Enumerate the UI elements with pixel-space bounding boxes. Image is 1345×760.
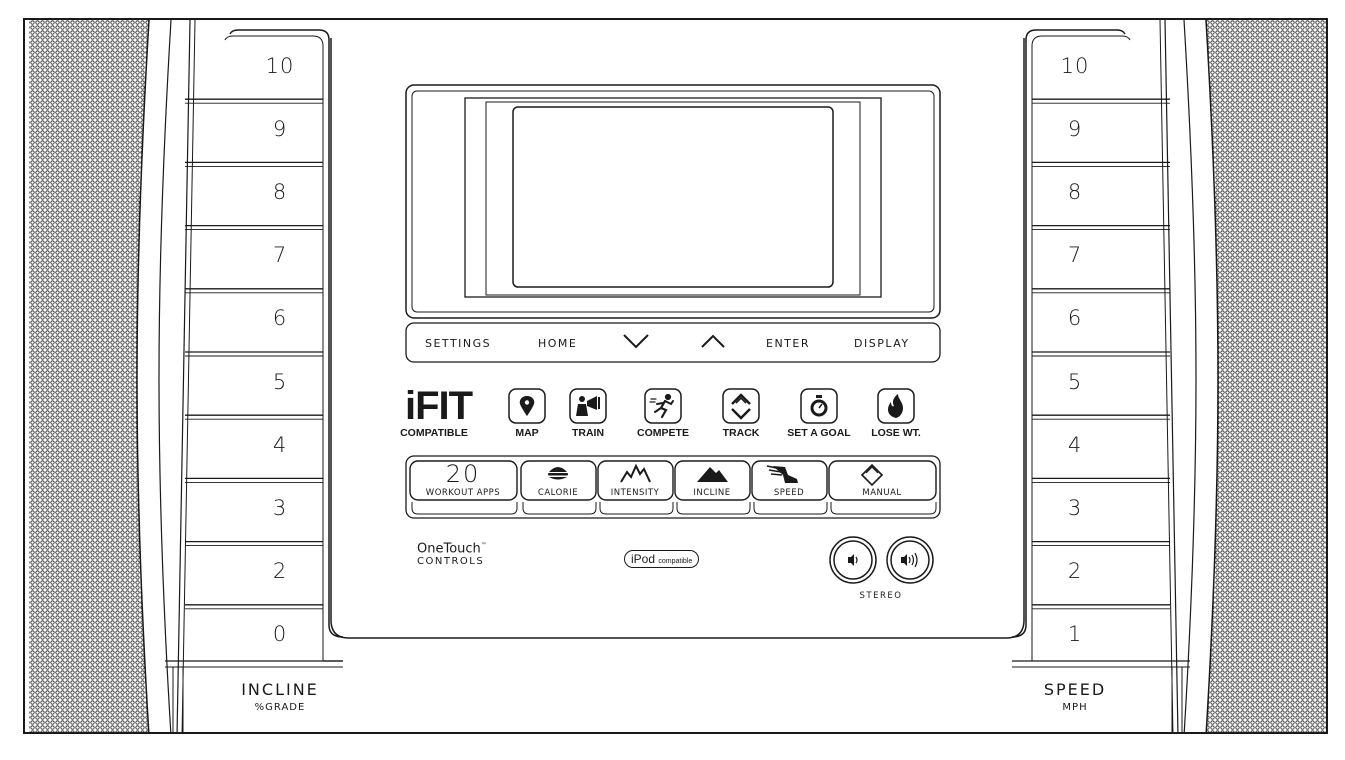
flame-icon [888, 394, 903, 418]
left-speaker-grille [29, 20, 149, 732]
volume-down-icon [848, 554, 858, 566]
intensity-label: INTENSITY [610, 488, 660, 498]
speed-key-dividers [1032, 98, 1170, 610]
ipod-badge: iPod compatible [624, 550, 700, 568]
right-speaker-grille [1206, 20, 1326, 732]
map-label: MAP [515, 427, 539, 439]
workout-button-shadows [411, 502, 937, 515]
workout-count: 20 [445, 460, 481, 488]
incline-key-label: 6 [272, 306, 288, 331]
ifit-buttons [508, 388, 915, 424]
ifit-compatible-label: COMPATIBLE [400, 427, 468, 439]
chevron-up-icon [701, 334, 725, 348]
calorie-button[interactable] [521, 461, 596, 500]
set-a-goal-label: SET A GOAL [787, 427, 851, 439]
incline-key-label: 8 [272, 180, 288, 204]
incline-key-dividers [185, 98, 323, 610]
stereo-buttons [829, 536, 934, 584]
speed-key-label: 3 [1067, 496, 1083, 520]
volume-up-icon [901, 552, 918, 568]
compete-button[interactable] [645, 389, 681, 423]
speed-workout-button[interactable] [752, 461, 827, 500]
map-button[interactable] [509, 389, 545, 423]
display-button[interactable]: DISPLAY [854, 337, 910, 350]
manual-button[interactable] [829, 461, 936, 500]
burger-icon [548, 467, 568, 480]
train-label: TRAIN [571, 427, 605, 439]
speed-title: SPEED [1043, 680, 1107, 699]
track-label: TRACK [722, 427, 760, 439]
incline-key-label: 3 [272, 496, 288, 520]
volume-down-button[interactable] [830, 537, 876, 583]
diamond-icon [860, 463, 884, 487]
compete-label: COMPETE [637, 427, 689, 439]
enter-button[interactable]: ENTER [766, 337, 810, 350]
speed-key-label: 2 [1067, 559, 1083, 584]
incline-key-label: 5 [272, 369, 288, 394]
incline-key-label: 4 [272, 432, 288, 457]
settings-button[interactable]: SETTINGS [425, 337, 492, 350]
stereo-label: STEREO [859, 591, 903, 601]
incline-key-label: 7 [272, 243, 288, 268]
speed-key-label: 1 [1067, 622, 1083, 647]
incline-key-label: 10 [265, 53, 295, 78]
mountain-icon [697, 467, 728, 482]
onetouch-tm: ™ [480, 542, 487, 549]
speed-key-label: 10 [1060, 53, 1090, 78]
trainer-megaphone-icon [576, 396, 600, 416]
sync-arrows-icon [731, 393, 751, 420]
incline-key-label: 0 [272, 622, 288, 647]
up-arrow-button[interactable] [697, 328, 729, 354]
incline-subtitle: %GRADE [254, 702, 306, 713]
speed-key-label: 9 [1067, 116, 1083, 141]
workout-apps-button[interactable] [410, 461, 517, 500]
lose-weight-label: LOSE WT. [871, 427, 921, 439]
workout-apps-label: WORKOUT APPS [425, 488, 501, 498]
intensity-peaks-icon [620, 463, 651, 483]
onetouch-logo: OneTouch™ CONTROLS [417, 540, 487, 568]
calorie-label: CALORIE [537, 488, 579, 498]
speed-subtitle: MPH [1062, 702, 1088, 713]
incline-key-label: 9 [272, 116, 288, 141]
map-pin-icon [519, 396, 535, 416]
onetouch-controls: CONTROLS [417, 556, 485, 568]
train-button[interactable] [570, 389, 606, 423]
ipod-brand: iPod [631, 552, 656, 566]
lose-weight-button[interactable] [878, 389, 914, 423]
incline-workout-button[interactable] [675, 461, 750, 500]
console-outline [29, 20, 1326, 732]
speed-key-label: 5 [1067, 369, 1083, 394]
runner-icon [649, 393, 674, 419]
track-button[interactable] [723, 389, 759, 423]
manual-label: MANUAL [862, 488, 902, 498]
onetouch-name: OneTouch [417, 541, 481, 557]
winged-foot-icon [766, 465, 798, 483]
home-button[interactable]: HOME [538, 337, 578, 350]
stopwatch-icon [810, 395, 828, 417]
speed-key-label: 4 [1067, 432, 1083, 457]
workout-strip [405, 455, 941, 519]
incline-button-label: INCLINE [693, 488, 731, 498]
speed-button-label: SPEED [773, 488, 805, 498]
speed-key-label: 8 [1067, 180, 1083, 204]
lcd-screen [512, 106, 834, 288]
nav-strip [405, 322, 941, 363]
chevron-down-icon [623, 334, 649, 349]
workout-buttons [409, 460, 937, 501]
down-arrow-button[interactable] [620, 328, 652, 354]
incline-title: INCLINE [241, 680, 319, 699]
ifit-logo: iFIT [405, 384, 473, 428]
incline-key-label: 2 [272, 559, 288, 584]
ipod-compatible: compatible [658, 558, 693, 565]
volume-up-button[interactable] [887, 537, 933, 583]
set-a-goal-button[interactable] [801, 389, 837, 423]
speed-key-label: 7 [1067, 243, 1083, 268]
speed-key-label: 6 [1067, 306, 1083, 331]
display-housing [405, 84, 941, 319]
intensity-button[interactable] [598, 461, 673, 500]
